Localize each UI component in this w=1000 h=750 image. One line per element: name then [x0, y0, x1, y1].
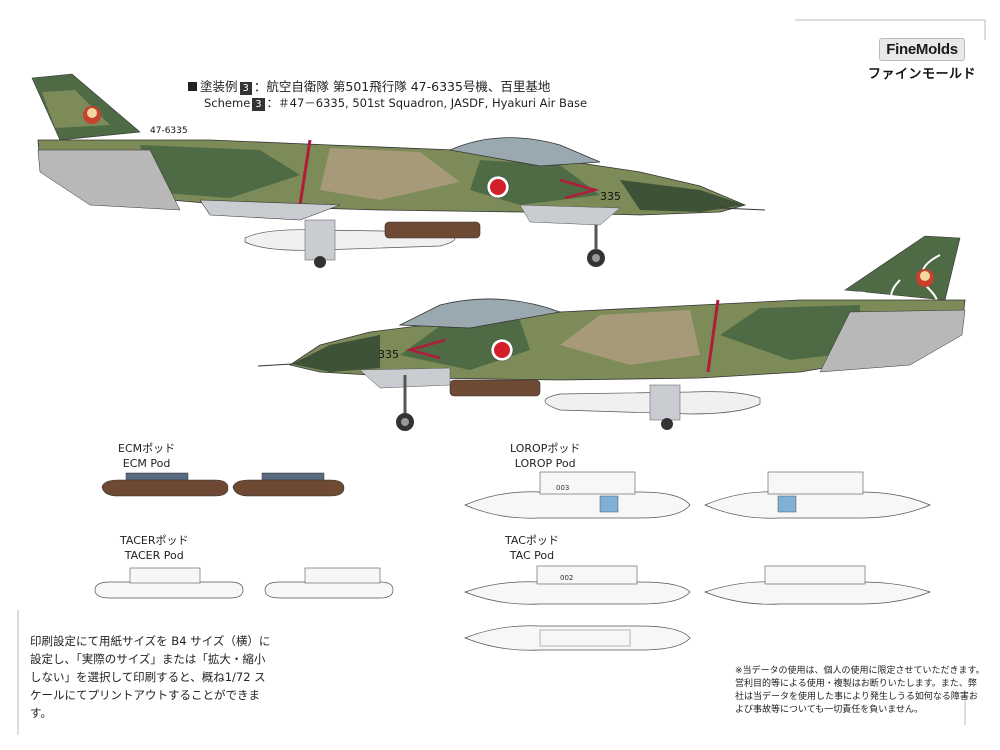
nose-number-label-2: 335 — [378, 348, 399, 361]
nose-number-label: 335 — [600, 190, 621, 203]
pod-label-tac-en: TAC Pod — [509, 549, 555, 562]
pod-label-ecm: ECMポッド ECM Pod — [118, 441, 175, 471]
scheme-prefix-jp: 塗装例 — [200, 79, 238, 94]
pod-label-lorop-en: LOROP Pod — [514, 457, 576, 470]
pod-label-tacer: TACERポッド TACER Pod — [120, 533, 188, 563]
aircraft-side-view-right: 47-6335 335 — [31, 73, 766, 268]
scheme-number-badge: 3 — [239, 82, 252, 95]
scheme-prefix-en: Scheme — [204, 96, 251, 110]
pod-label-tacer-en: TACER Pod — [124, 549, 184, 562]
pod-label-tac-jp: TACポッド — [505, 534, 559, 547]
usage-disclaimer: ※当データの使用は、個人の使用に限定させていただきます。営利目的等による使用・複… — [735, 666, 985, 715]
tac-pod-drawings: 002 — [463, 565, 932, 651]
scheme-text-en: ：＃47－6335, 501st Squadron, JASDF, Hyakur… — [266, 96, 588, 110]
brand-name-en: FineMolds — [879, 38, 965, 61]
tail-number-label: 47-6335 — [150, 126, 188, 136]
tacer-pod-drawings — [94, 567, 394, 599]
print-instructions: 印刷設定にて用紙サイズを B4 サイズ（横）に設定し、「実際のサイズ」または「拡… — [30, 634, 271, 720]
bullet-square-icon — [188, 82, 197, 91]
pod-label-ecm-en: ECM Pod — [122, 457, 171, 470]
ecm-pod-drawings — [101, 472, 345, 497]
pod-label-tacer-jp: TACERポッド — [120, 534, 189, 547]
scheme-text-jp: ：航空自衛隊 第501飛行隊 47-6335号機、百里基地 — [253, 79, 551, 94]
scheme-number-badge-en: 3 — [252, 98, 265, 111]
lorop-pod-mark: 003 — [556, 484, 569, 492]
pod-label-lorop: LOROPポッド LOROP Pod — [510, 441, 580, 471]
pod-label-tac: TACポッド TAC Pod — [505, 533, 559, 563]
pod-label-ecm-jp: ECMポッド — [118, 442, 176, 455]
aircraft-side-view-left: 335 — [257, 235, 966, 431]
pod-label-lorop-jp: LOROPポッド — [510, 442, 581, 455]
tac-pod-mark: 002 — [560, 574, 573, 582]
brand-name-jp: ファインモールド — [867, 67, 976, 82]
brand-logo: FineMolds ファインモールド — [866, 38, 978, 82]
lorop-pod-drawings: 003 — [464, 471, 931, 519]
registration-marks — [17, 19, 986, 735]
